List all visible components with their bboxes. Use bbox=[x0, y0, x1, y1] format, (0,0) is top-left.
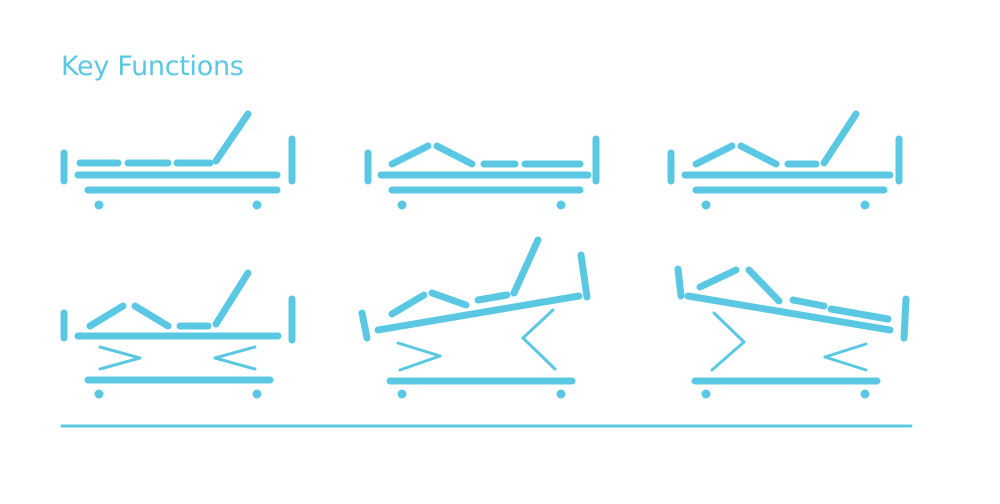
leg-segment bbox=[388, 142, 432, 168]
leg-segment bbox=[86, 302, 127, 330]
frame-bar bbox=[374, 292, 583, 334]
wheel bbox=[94, 200, 104, 210]
backrest-segment bbox=[212, 269, 252, 328]
wheel bbox=[252, 200, 262, 210]
scissor-arm bbox=[710, 340, 746, 372]
foot-rail bbox=[577, 251, 591, 301]
scissor-arm bbox=[521, 308, 555, 340]
knee-segment bbox=[428, 289, 470, 309]
diagram-title: Key Functions bbox=[61, 51, 244, 82]
frame-bar bbox=[684, 292, 894, 334]
backrest-segment bbox=[820, 110, 860, 167]
wheel bbox=[701, 200, 711, 210]
leg-segment bbox=[388, 291, 428, 318]
wheel bbox=[556, 389, 566, 399]
bed-icon-backrest-and-knee-raised bbox=[667, 110, 903, 210]
scissor-arm bbox=[712, 311, 746, 344]
scissor-arm bbox=[213, 345, 257, 360]
head-rail bbox=[358, 309, 371, 342]
wheel bbox=[860, 200, 870, 210]
wheel bbox=[94, 389, 104, 399]
backrest-segment bbox=[510, 236, 542, 297]
wheel bbox=[252, 389, 262, 399]
knee-segment bbox=[745, 266, 783, 305]
seat-segment bbox=[789, 296, 828, 310]
bed-icon-reverse-trendelenburg-tilt bbox=[674, 265, 910, 399]
wheel bbox=[701, 389, 711, 399]
scissor-arm bbox=[823, 355, 868, 372]
scissor-arm bbox=[823, 342, 868, 359]
knee-segment bbox=[131, 302, 172, 330]
scissor-arm bbox=[98, 345, 142, 360]
wheel bbox=[556, 200, 566, 210]
bed-icon-knee-raised bbox=[364, 135, 600, 210]
bed-icon-height-raised bbox=[60, 269, 296, 399]
leg-segment bbox=[696, 266, 740, 291]
wheel bbox=[860, 389, 870, 399]
bed-icon-backrest-raised bbox=[60, 110, 296, 210]
backrest-segment bbox=[212, 110, 252, 165]
scissor-arm bbox=[98, 356, 142, 371]
backrest-segment bbox=[827, 305, 892, 323]
scissor-arm bbox=[398, 354, 442, 372]
scissor-arm bbox=[396, 341, 442, 358]
bed-icon-trendelenburg-tilt bbox=[358, 236, 591, 399]
seat-segment bbox=[474, 291, 511, 304]
bed-icons bbox=[60, 110, 910, 399]
leg-segment bbox=[692, 142, 736, 168]
wheel bbox=[397, 200, 407, 210]
scissor-arm bbox=[213, 356, 257, 371]
foot-rail bbox=[900, 295, 910, 342]
scissor-arm bbox=[521, 336, 557, 371]
knee-segment bbox=[737, 142, 780, 168]
wheel bbox=[397, 389, 407, 399]
head-rail bbox=[674, 265, 685, 300]
knee-segment bbox=[433, 142, 476, 168]
